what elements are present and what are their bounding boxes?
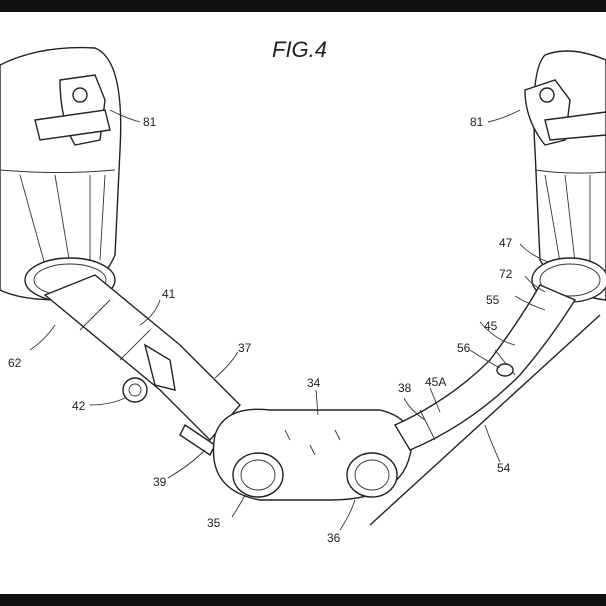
label-55: 55 [486,293,500,307]
right-exhaust-pipe [369,284,601,526]
label-47: 47 [499,236,513,250]
label-56: 56 [457,341,471,355]
label-45A: 45A [425,375,446,389]
label-41: 41 [162,287,176,301]
label-42: 42 [72,399,86,413]
leader-lines [29,109,549,531]
left-exhaust-pipe [43,274,241,457]
label-81-left: 81 [143,115,157,129]
bottom-black-border [0,594,606,606]
label-62: 62 [8,356,22,370]
label-35: 35 [207,516,221,530]
label-72: 72 [499,267,513,281]
label-38: 38 [398,381,412,395]
left-muffler [0,46,122,303]
label-36: 36 [327,531,341,545]
right-muffler [524,50,606,303]
figure-title: FIG.4 [272,37,327,62]
top-black-border [0,0,606,12]
label-54: 54 [497,461,511,475]
label-39: 39 [153,475,167,489]
label-34: 34 [307,376,321,390]
label-37: 37 [238,341,252,355]
label-81-right: 81 [470,115,484,129]
label-45: 45 [484,319,498,333]
center-chamber [212,408,413,501]
